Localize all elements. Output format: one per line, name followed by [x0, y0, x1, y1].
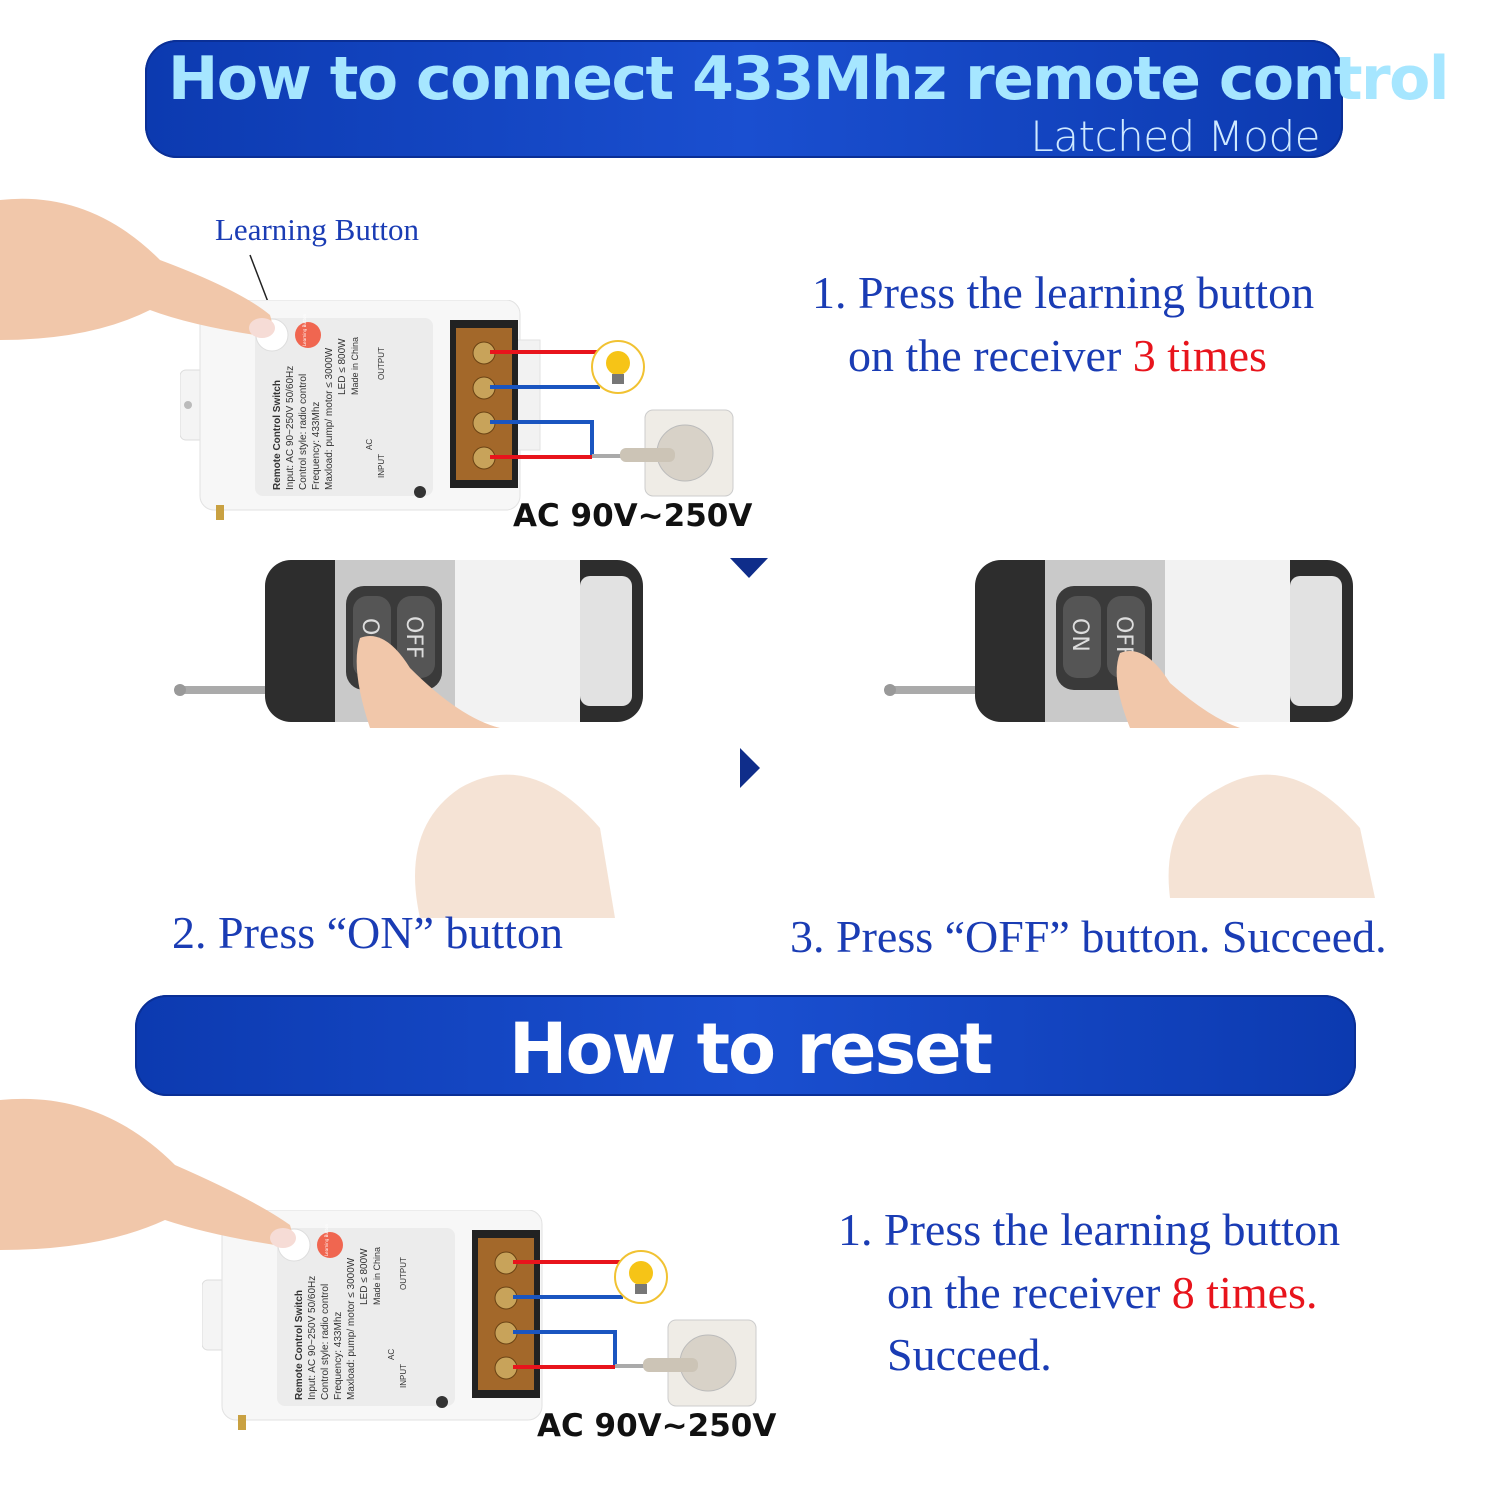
wiring-reset: [513, 1250, 757, 1407]
voltage-label-reset: AC 90V~250V: [537, 1408, 777, 1444]
output-print: OUTPUT: [377, 347, 386, 380]
reset-step1-text: 1. Press the learning button: [838, 1204, 1341, 1255]
arrow-right-icon: [740, 748, 760, 788]
output-print: OUTPUT: [399, 1257, 408, 1290]
off-button-label: OFF: [401, 616, 426, 659]
reset-step1-line2: on the receiver 8 times.: [887, 1267, 1318, 1318]
svg-text:Control style: radio control: Control style: radio control: [320, 1284, 331, 1400]
receiver-device-reset: Learning Button Remote Control Switch In…: [201, 1209, 762, 1444]
page-subtitle: Latched Mode: [1030, 112, 1320, 161]
voltage-label: AC 90V~250V: [513, 498, 753, 534]
arrow-down-icon: [730, 558, 768, 578]
svg-text:Maxload: pump/ motor ≤ 3000W: Maxload: pump/ motor ≤ 3000W: [324, 347, 335, 490]
input-print: INPUT: [399, 1364, 408, 1388]
svg-text:Control style: radio control: Control style: radio control: [298, 374, 309, 490]
svg-text:Frequency: 433Mhz: Frequency: 433Mhz: [311, 402, 322, 490]
svg-text:Frequency: 433Mhz: Frequency: 433Mhz: [333, 1312, 344, 1400]
svg-text:Input: AC 90~250V 50/60Hz: Input: AC 90~250V 50/60Hz: [285, 366, 296, 490]
wiring: [490, 340, 734, 497]
svg-text:Maxload: pump/ motor ≤ 3000W: Maxload: pump/ motor ≤ 3000W: [346, 1257, 357, 1400]
ac-print: AC: [365, 439, 374, 450]
step1-text: 1. Press the learning button: [812, 267, 1315, 318]
light-bulb-icon: [614, 1250, 668, 1304]
ac-print: AC: [387, 1349, 396, 1360]
receiver-device: Learning Button Remote Control Switch In…: [179, 299, 740, 534]
page-title: How to connect 433Mhz remote control: [168, 44, 1449, 114]
reset-highlight: 8 times.: [1171, 1267, 1318, 1318]
learning-button-print: Learning Button: [302, 314, 307, 347]
step2-text: 2. Press “ON” button: [172, 907, 563, 958]
svg-text:LED ≤ 800W: LED ≤ 800W: [359, 1248, 370, 1305]
step1-line2: on the receiver 3 times: [848, 330, 1267, 381]
reset-banner: [135, 995, 1356, 1096]
svg-text:Remote Control Switch: Remote Control Switch: [294, 1290, 305, 1400]
reset-title: How to reset: [508, 1008, 993, 1090]
step1-highlight: 3 times: [1132, 330, 1267, 381]
svg-text:Input: AC 90~250V 50/60Hz: Input: AC 90~250V 50/60Hz: [307, 1276, 318, 1400]
hand-on: [415, 774, 615, 918]
learning-button-print: Learning Button: [324, 1224, 329, 1257]
title-banner: [145, 40, 1343, 158]
remote-control-on: ON OFF: [170, 558, 650, 732]
wall-socket-icon: [620, 409, 734, 497]
receiver-title: Remote Control Switch: [272, 380, 283, 490]
finger-pointing: [0, 198, 275, 340]
svg-text:Made in China: Made in China: [372, 1247, 382, 1305]
reset-step1-line3: Succeed.: [887, 1329, 1052, 1380]
light-bulb-icon: [591, 340, 645, 394]
remote-control-off: ON OFF: [880, 558, 1360, 732]
input-print: INPUT: [377, 454, 386, 478]
on-button-label: ON: [1067, 618, 1092, 652]
svg-text:LED ≤ 800W: LED ≤ 800W: [337, 338, 348, 395]
step3-text: 3. Press “OFF” button. Succeed.: [790, 911, 1387, 962]
svg-text:Made in China: Made in China: [350, 337, 360, 395]
learning-button-callout: Learning Button: [215, 212, 420, 247]
finger-pointing-reset: [0, 1098, 296, 1250]
wall-socket-icon: [643, 1319, 757, 1407]
hand-off: [1168, 774, 1375, 898]
